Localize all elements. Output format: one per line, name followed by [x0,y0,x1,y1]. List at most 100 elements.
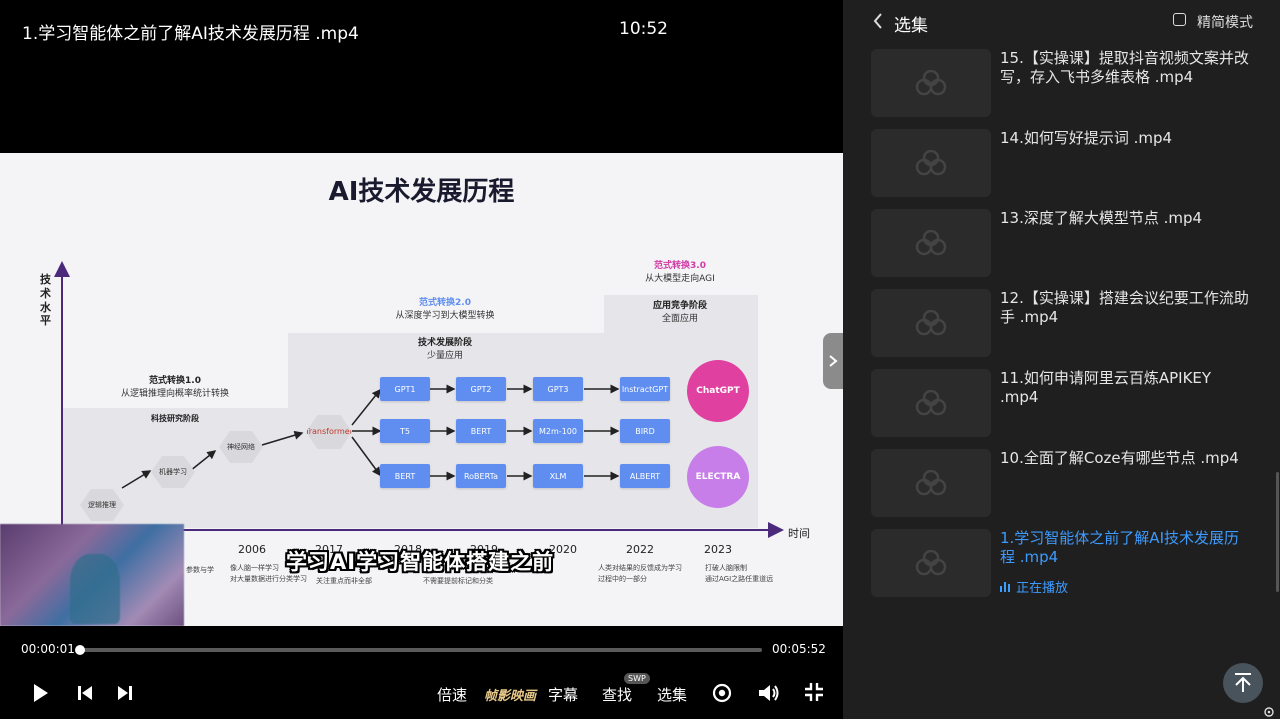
node-r2c4: BIRD [620,419,670,443]
placeholder-logo-icon [915,470,947,496]
bubble-chatgpt: ChatGPT [687,360,749,422]
episode-thumbnail [871,129,991,197]
placeholder-logo-icon [915,310,947,336]
simple-mode-label[interactable]: 精简模式 [1197,15,1253,31]
skip-previous-icon [78,686,92,700]
episode-panel [843,0,1280,719]
episodes-button[interactable]: 选集 [657,686,688,704]
stage1-label: 范式转换1.0 从逻辑推理向概率统计转换 科技研究阶段 [120,376,229,423]
episode-thumbnail [871,289,991,357]
captions-button[interactable]: 字幕 [548,686,579,704]
panel-title: 选集 [894,16,928,36]
now-playing-indicator: 正在播放 [1000,577,1068,596]
back-to-top-button[interactable] [1223,663,1263,703]
progress-handle[interactable] [75,645,85,655]
bubble-electra: ELECTRA [687,446,749,508]
play-icon [34,684,48,702]
episode-name: 1.学习智能体之前了解AI技术发展历程 .mp4 [1000,529,1239,566]
episode-thumbnail [871,529,991,597]
exit-fullscreen-button[interactable] [803,681,825,703]
stage3-label: 范式转换3.0 从大模型走向AGI 应用竞争阶段 全面应用 [645,261,715,324]
list-item[interactable]: 13.深度了解大模型节点 .mp4 [871,209,1251,277]
swp-badge: SWP [624,673,650,684]
eye-target-icon [712,683,732,703]
collapse-panel-button[interactable] [823,333,843,389]
back-button[interactable] [872,12,884,34]
x-axis-label: 时间 [788,527,810,540]
chevron-right-icon [829,355,838,367]
list-item[interactable]: 14.如何写好提示词 .mp4 [871,129,1251,197]
node-r3c4: ALBERT [620,464,670,488]
next-button[interactable] [114,681,136,705]
chevron-left-icon [873,13,882,29]
year-2022: 2022 [626,543,654,556]
node-r1c4: InstractGPT [620,377,670,401]
node-ml: 机器学习 [151,456,195,488]
placeholder-logo-icon [915,230,947,256]
video-frame[interactable]: AI技术发展历程 [0,153,843,626]
note-4: 不需要提前标记和分类 [423,577,493,585]
progress-track[interactable] [80,648,762,652]
year-2006: 2006 [238,543,266,556]
placeholder-logo-icon [915,550,947,576]
arrow-up-icon [1235,673,1251,692]
current-time: 00:00:01 [21,642,75,656]
year-2020: 2020 [549,543,577,556]
webcam-overlay [0,524,184,626]
year-2017: 2017 [315,543,343,556]
year-2019: 2019 [470,543,498,556]
list-item[interactable]: 10.全面了解Coze有哪些节点 .mp4 [871,449,1251,517]
episode-thumbnail [871,209,991,277]
node-r3c2: RoBERTa [456,464,506,488]
list-item[interactable]: 15.【实操课】提取抖音视频文案并改写，存入飞书多维表格 .mp4 [871,49,1251,117]
year-2023: 2023 [704,543,732,556]
note-3: 关注重点而非全部 [316,577,372,585]
settings-dot-icon[interactable] [1263,703,1275,719]
view-button[interactable] [710,681,734,705]
episode-name: 12.【实操课】搭建会议纪要工作流助手 .mp4 [1000,289,1249,326]
y-axis-label: 技术水平 [40,273,51,328]
equalizer-icon [1000,582,1010,592]
volume-button[interactable] [757,681,781,705]
episode-name: 15.【实操课】提取抖音视频文案并改写，存入飞书多维表格 .mp4 [1000,49,1249,86]
placeholder-logo-icon [915,150,947,176]
video-title: 1.学习智能体之前了解AI技术发展历程 .mp4 [22,24,359,44]
episode-name: 11.如何申请阿里云百炼APIKEY .mp4 [1000,369,1212,406]
episode-name: 10.全面了解Coze有哪些节点 .mp4 [1000,449,1239,467]
slide-title: AI技术发展历程 [328,177,515,207]
node-nn: 神经网络 [219,431,263,463]
node-r1c1: GPT1 [380,377,430,401]
panel-scrollbar[interactable] [1276,472,1279,592]
note-6: 打破人脑限制 通过AGI之路任重道远 [705,564,774,583]
note-1: 参数与学 [186,566,214,574]
node-r1c2: GPT2 [456,377,506,401]
speed-button[interactable]: 倍速 [437,686,468,704]
list-item[interactable]: 12.【实操课】搭建会议纪要工作流助手 .mp4 [871,289,1251,357]
simple-mode-checkbox[interactable] [1173,13,1186,26]
total-time: 00:05:52 [772,642,826,656]
zhenying-button[interactable]: 帧影映画 [484,689,537,704]
previous-button[interactable] [74,681,96,705]
list-item[interactable]: 11.如何申请阿里云百炼APIKEY .mp4 [871,369,1251,437]
skip-next-icon [118,686,132,700]
placeholder-logo-icon [915,390,947,416]
episode-thumbnail [871,449,991,517]
node-r1c3: GPT3 [533,377,583,401]
stage2-label: 范式转换2.0 从深度学习到大模型转换 技术发展阶段 少量应用 [395,298,495,361]
node-r3c1: BERT [380,464,430,488]
year-2018: 2018 [394,543,422,556]
now-playing-label: 正在播放 [1016,581,1069,596]
search-button[interactable]: 查找 [602,686,633,704]
list-item-active[interactable]: 1.学习智能体之前了解AI技术发展历程 .mp4 正在播放 [871,529,1251,597]
video-player[interactable]: 1.学习智能体之前了解AI技术发展历程 .mp4 10:52 AI技术发展历程 [0,0,843,719]
subtitle-caption: 学习AI学习智能体搭建之前 [286,550,555,574]
node-r2c2: BERT [456,419,506,443]
node-r2c1: T5 [380,419,430,443]
node-r2c3: M2m-100 [533,419,583,443]
episode-name: 13.深度了解大模型节点 .mp4 [1000,209,1203,227]
episode-thumbnail [871,49,991,117]
exit-fullscreen-icon [805,683,823,701]
play-button[interactable] [29,681,51,705]
episode-name: 14.如何写好提示词 .mp4 [1000,129,1173,147]
note-5: 人类对结果的反馈成为学习过程中的一部分 [598,564,682,583]
